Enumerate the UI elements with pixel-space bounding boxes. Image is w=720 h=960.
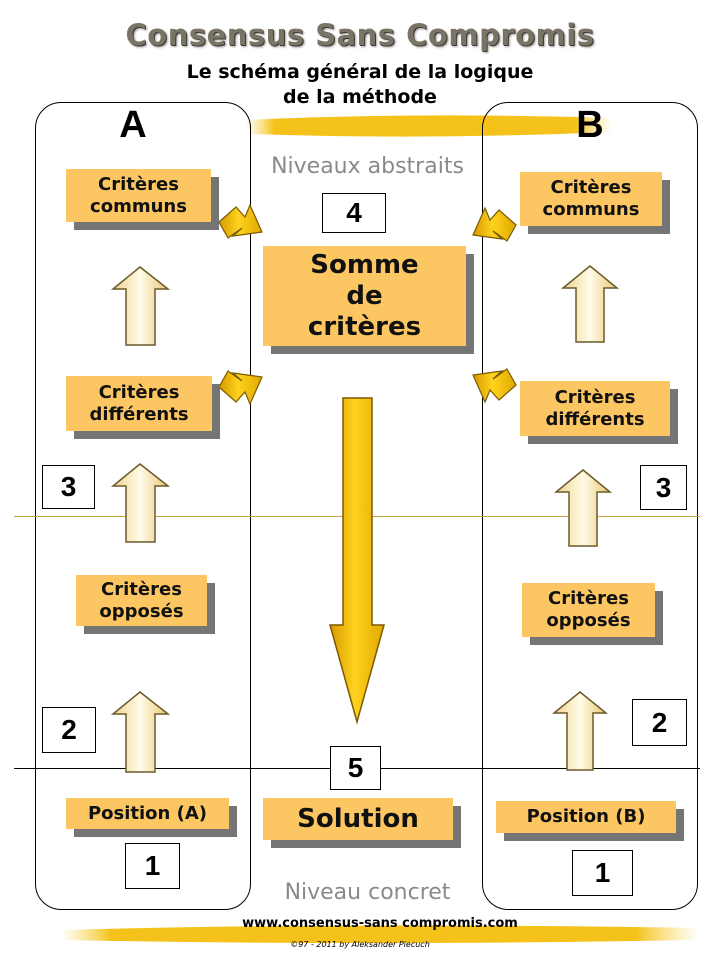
arrow-up-b-top [560,265,620,343]
arrow-a-differents-to-somme [218,370,263,406]
box-somme-de-criteres-label: Somme de critères [307,249,422,342]
arrow-up-b-bottom [551,691,609,771]
box-a-criteres-communs-label: Critères communs [90,173,187,217]
box-solution-label: Solution [297,804,419,834]
arrow-up-a-bottom [110,691,171,773]
box-a-criteres-communs: Critères communs [66,169,211,222]
box-a-criteres-differents-label: Critères différents [89,381,189,425]
arrow-b-communs-to-somme [472,206,517,242]
step-number-b-3: 3 [640,465,687,510]
box-b-criteres-communs: Critères communs [520,172,662,226]
arrow-a-communs-to-somme [218,203,263,239]
footer-brush-stroke [60,925,700,943]
subtitle-line-2: de la méthode [283,86,437,108]
step-number-b-2: 2 [632,699,687,746]
box-b-position-label: Position (B) [526,806,646,827]
level-concrete-label: Niveau concret [284,880,451,905]
footer-copyright: ©97 - 2011 by Aleksander Piecuch [290,940,430,949]
level-abstract-label: Niveaux abstraits [271,154,464,179]
subtitle-line-1: Le schéma général de la logique [186,61,534,83]
box-b-criteres-opposes: Critères opposés [522,583,655,637]
step-number-b-1: 1 [572,850,633,896]
step-number-a-3: 3 [42,465,95,509]
box-b-criteres-differents: Critères différents [520,381,670,436]
box-a-criteres-opposes: Critères opposés [76,575,207,626]
box-a-criteres-differents: Critères différents [66,376,212,431]
title-brush-stroke [245,115,612,137]
box-b-criteres-opposes-label: Critères opposés [546,588,631,631]
arrow-up-a-middle [110,463,171,543]
box-b-position: Position (B) [496,801,676,833]
arrow-up-b-middle [553,469,613,547]
step-number-a-1: 1 [125,843,180,889]
column-b-label: B [576,104,604,146]
step-number-4: 4 [322,193,386,233]
page-subtitle: Le schéma général de la logique de la mé… [0,60,720,110]
box-b-criteres-differents-label: Critères différents [545,386,645,430]
step-number-a-2: 2 [42,707,96,753]
arrow-down-somme-to-solution [329,397,385,725]
footer-website-link[interactable]: www.consensus-sans compromis.com [242,916,518,931]
arrow-up-a-top [110,266,171,346]
box-solution: Solution [263,798,453,840]
box-a-position-label: Position (A) [87,802,208,824]
column-a-label: A [119,104,147,146]
box-a-criteres-opposes-label: Critères opposés [99,578,184,622]
box-somme-de-criteres: Somme de critères [263,246,466,346]
page-title: Consensus Sans Compromis [125,18,595,52]
box-a-position: Position (A) [66,798,229,829]
column-b-panel [482,102,698,910]
step-number-5: 5 [330,746,381,790]
box-b-criteres-communs-label: Critères communs [542,177,640,220]
arrow-b-differents-to-somme [472,368,517,404]
column-a-panel [35,102,251,910]
